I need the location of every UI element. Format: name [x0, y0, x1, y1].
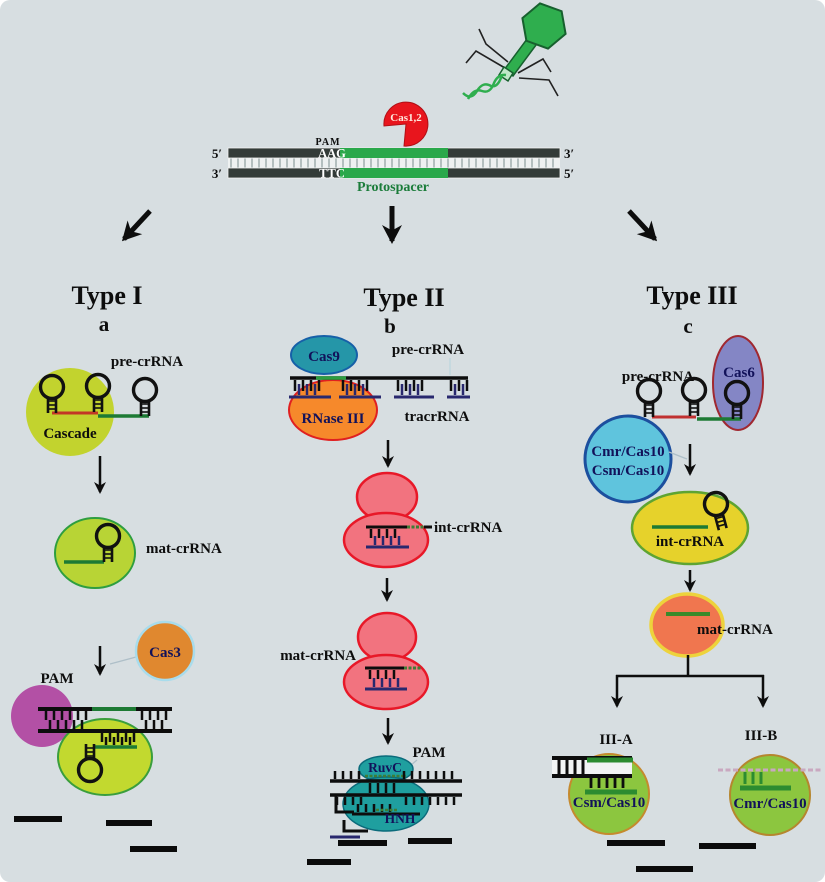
subtype-iiib-label: III-B — [745, 728, 778, 744]
top-strand-3-end: 3′ — [564, 146, 574, 161]
pam-seq-bottom: TTC — [319, 167, 345, 181]
protospacer-top-segment — [340, 148, 448, 158]
type-iii-title: Type III — [646, 281, 737, 310]
type-i-target-duplex — [38, 707, 172, 742]
ruvc-label: RuvC — [368, 760, 402, 775]
cas6-label: Cas6 — [723, 365, 755, 381]
branch-arrow-type-i — [121, 209, 152, 242]
tracrrna-label: tracrRNA — [405, 409, 470, 425]
bacteriophage-icon — [462, 2, 567, 100]
cas3-label: Cas3 — [149, 645, 181, 661]
cas9-effector-complex: RuvC HNH — [330, 755, 462, 839]
type-iii-mat-crrna-label: mat-crRNA — [697, 622, 773, 638]
cas1-2-complex-icon: Cas1,2 — [383, 101, 429, 147]
cmr-cas10-complex: Cmr/Cas10 — [718, 754, 823, 836]
phage-dna-strand — [466, 73, 507, 100]
type-ii-panel: Type II b Cas9 pre-crRNA RNase III tracr… — [280, 283, 502, 865]
top-strand-5-end: 5′ — [212, 146, 222, 161]
crrna-basepair-teeth — [104, 737, 132, 745]
protospacer-bottom-segment — [340, 168, 448, 178]
cas9-label: Cas9 — [308, 349, 340, 365]
pam-label-top: PAM — [315, 137, 340, 148]
type-ii-pam-label: PAM — [412, 745, 445, 761]
cas9-protein — [290, 335, 358, 375]
hairpin-icon — [131, 376, 159, 418]
type-iii-int-crrna-label: int-crRNA — [656, 534, 724, 550]
bottom-strand-5-end: 5′ — [564, 166, 574, 181]
cmr-cas10-line1: Cmr/Cas10 — [591, 444, 664, 460]
phage-dna-strand — [462, 74, 504, 98]
hairpin-icon — [635, 377, 663, 419]
csm-cas10-complex: Csm/Cas10 — [552, 753, 650, 835]
cascade-label: Cascade — [43, 426, 97, 442]
type-i-mat-crrna-label: mat-crRNA — [146, 541, 222, 557]
type-ii-letter: b — [384, 314, 396, 338]
type-i-mat-crrna-complex — [54, 517, 136, 589]
cas1-2-label: Cas1,2 — [390, 112, 422, 124]
rnase-iii-label: RNase III — [302, 411, 365, 427]
bottom-strand-3-end: 3′ — [212, 166, 222, 181]
type-i-pam-label: PAM — [40, 671, 73, 687]
type-i-letter: a — [99, 312, 110, 336]
hnh-label: HNH — [385, 811, 416, 826]
csm-cas10-label: Csm/Cas10 — [573, 795, 646, 811]
int-crrna-label: int-crRNA — [434, 520, 502, 536]
type-i-title: Type I — [71, 281, 142, 310]
degraded-dna-fragments — [607, 840, 756, 872]
degraded-dna-fragments — [307, 838, 452, 865]
degraded-dna-fragments — [14, 816, 177, 852]
type-ii-mat-crrna-complex — [342, 611, 430, 711]
subtype-iiia-label: III-A — [599, 732, 633, 748]
dna-ladder-gap — [228, 158, 560, 168]
target-dna: PAM AAG TTC 5′ 3′ 3′ 5′ Protospacer — [212, 137, 574, 195]
cas3-protein — [134, 620, 196, 682]
type-ii-int-crrna-complex — [342, 471, 432, 569]
subtype-branch — [611, 655, 769, 708]
cmr-csm-cas10-complex — [583, 414, 673, 504]
type-iii-panel: Type III c pre-crRNA Cas6 Cmr/Cas10 Csm/… — [552, 281, 823, 872]
type-iii-pre-crrna-label: pre-crRNA — [622, 369, 694, 385]
type-ii-pre-crrna-label: pre-crRNA — [392, 342, 464, 358]
type-iii-letter: c — [683, 314, 692, 338]
protospacer-label: Protospacer — [357, 180, 429, 195]
pam-seq-top: AAG — [318, 147, 346, 161]
type-i-pre-crrna-label: pre-crRNA — [111, 354, 183, 370]
complex-callout-line — [668, 451, 688, 460]
branch-arrow-type-iii — [627, 209, 658, 242]
type-ii-mat-crrna-label: mat-crRNA — [280, 648, 356, 664]
pre-crrna-tracrrna-duplex — [289, 376, 470, 399]
type-i-panel: Type I a pre-crRNA Cascade mat-crRNA Cas… — [11, 281, 222, 852]
csm-cas10-line2: Csm/Cas10 — [592, 463, 665, 479]
type-ii-title: Type II — [363, 283, 444, 312]
cmr-cas10-label: Cmr/Cas10 — [733, 796, 806, 812]
cas3-callout-line — [109, 656, 137, 665]
